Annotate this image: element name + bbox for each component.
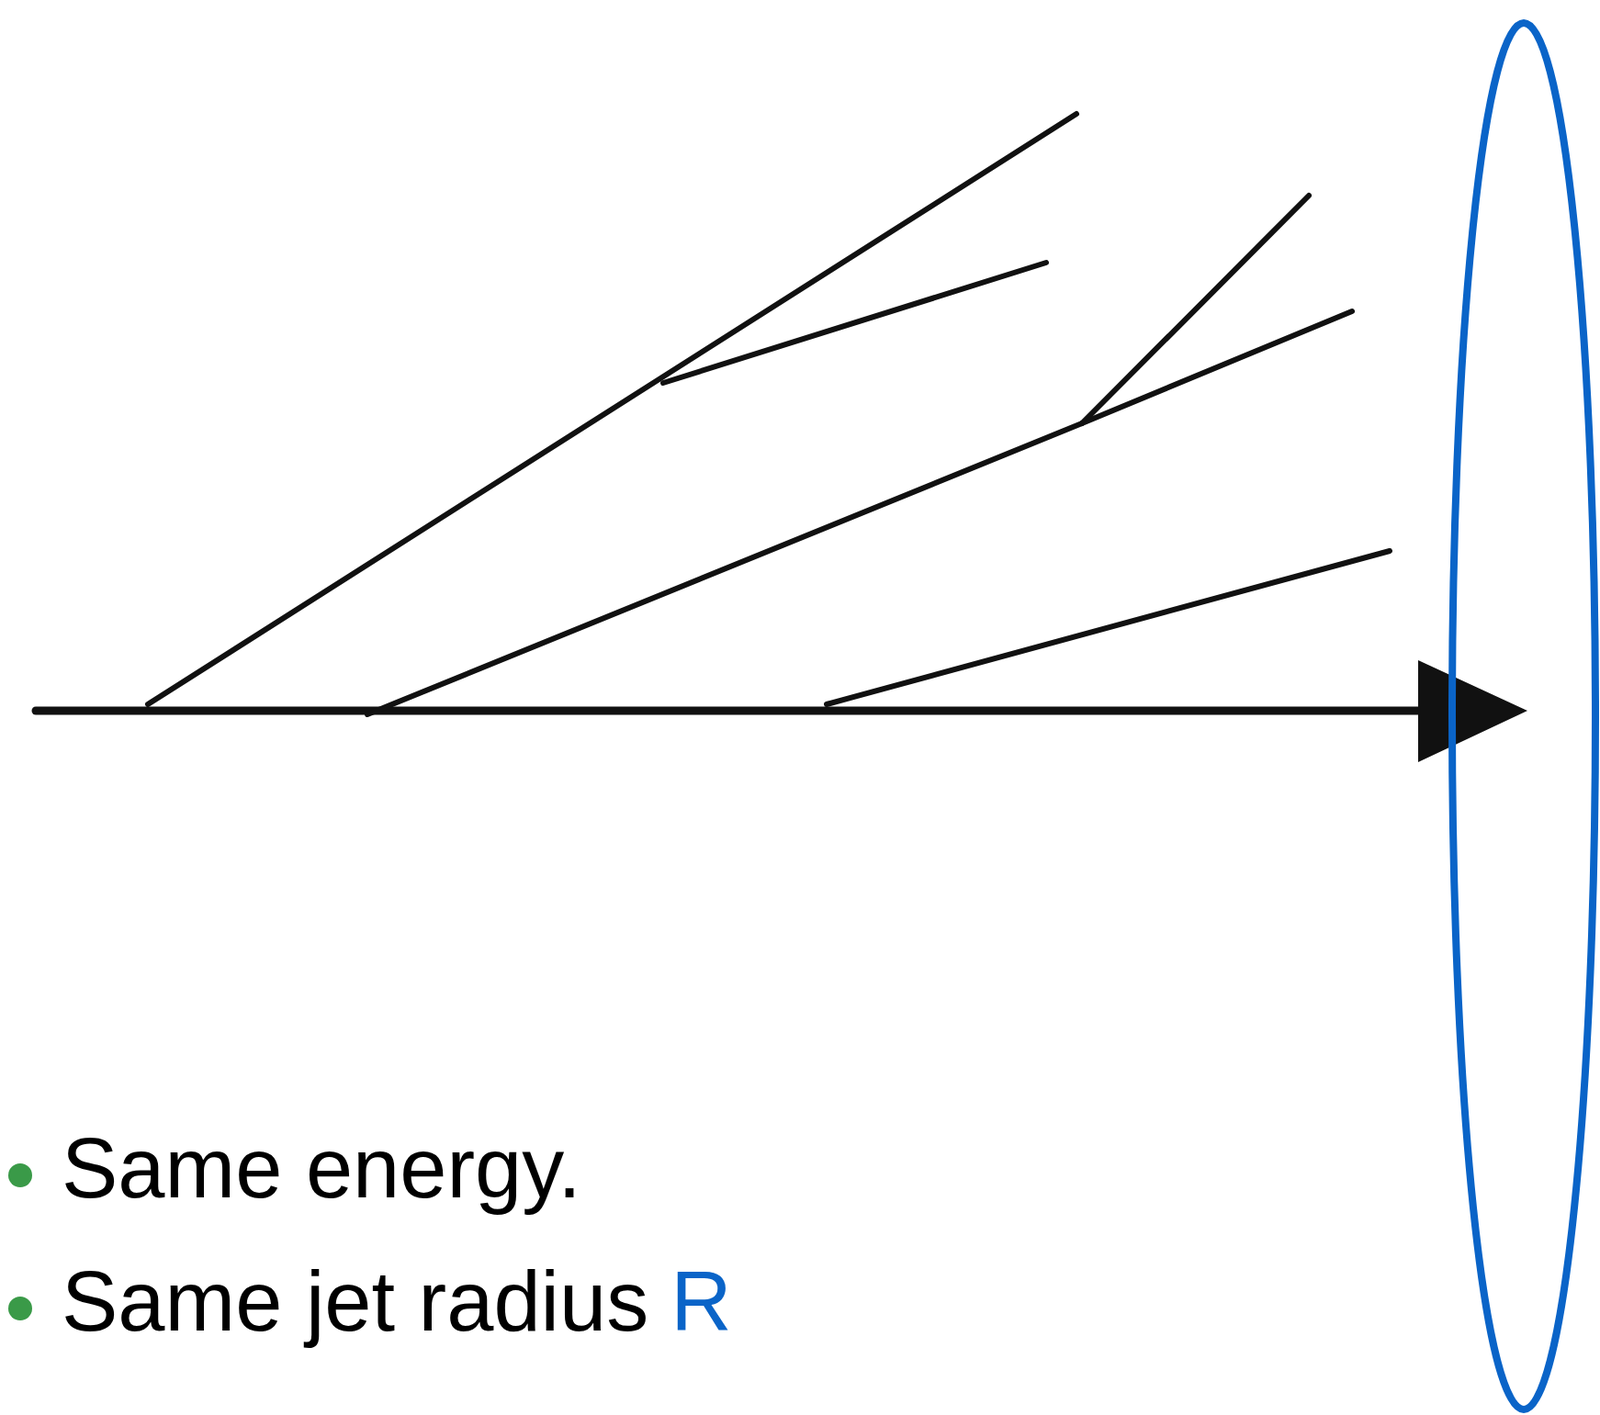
- jet-radius-ellipse: [1452, 22, 1596, 1410]
- branch-line: [826, 551, 1390, 705]
- bullet-dot: [8, 1163, 33, 1188]
- leading-parton: [35, 707, 1422, 716]
- branch-line: [1081, 311, 1353, 424]
- branch-line: [1081, 195, 1309, 424]
- arrow-head: [1418, 660, 1528, 763]
- branch-line: [663, 262, 1047, 384]
- bullet-line: Same jet radiusR: [61, 1255, 733, 1349]
- branch-line: [367, 423, 1082, 715]
- shower-branches: [35, 113, 1422, 715]
- bullet-dot: [8, 1296, 33, 1321]
- bullet-text: Same energy.: [61, 1122, 582, 1216]
- bullet-text: Same jet radius: [61, 1255, 649, 1349]
- bullet-line: Same energy.: [61, 1122, 582, 1216]
- bullet-text: R: [670, 1255, 732, 1349]
